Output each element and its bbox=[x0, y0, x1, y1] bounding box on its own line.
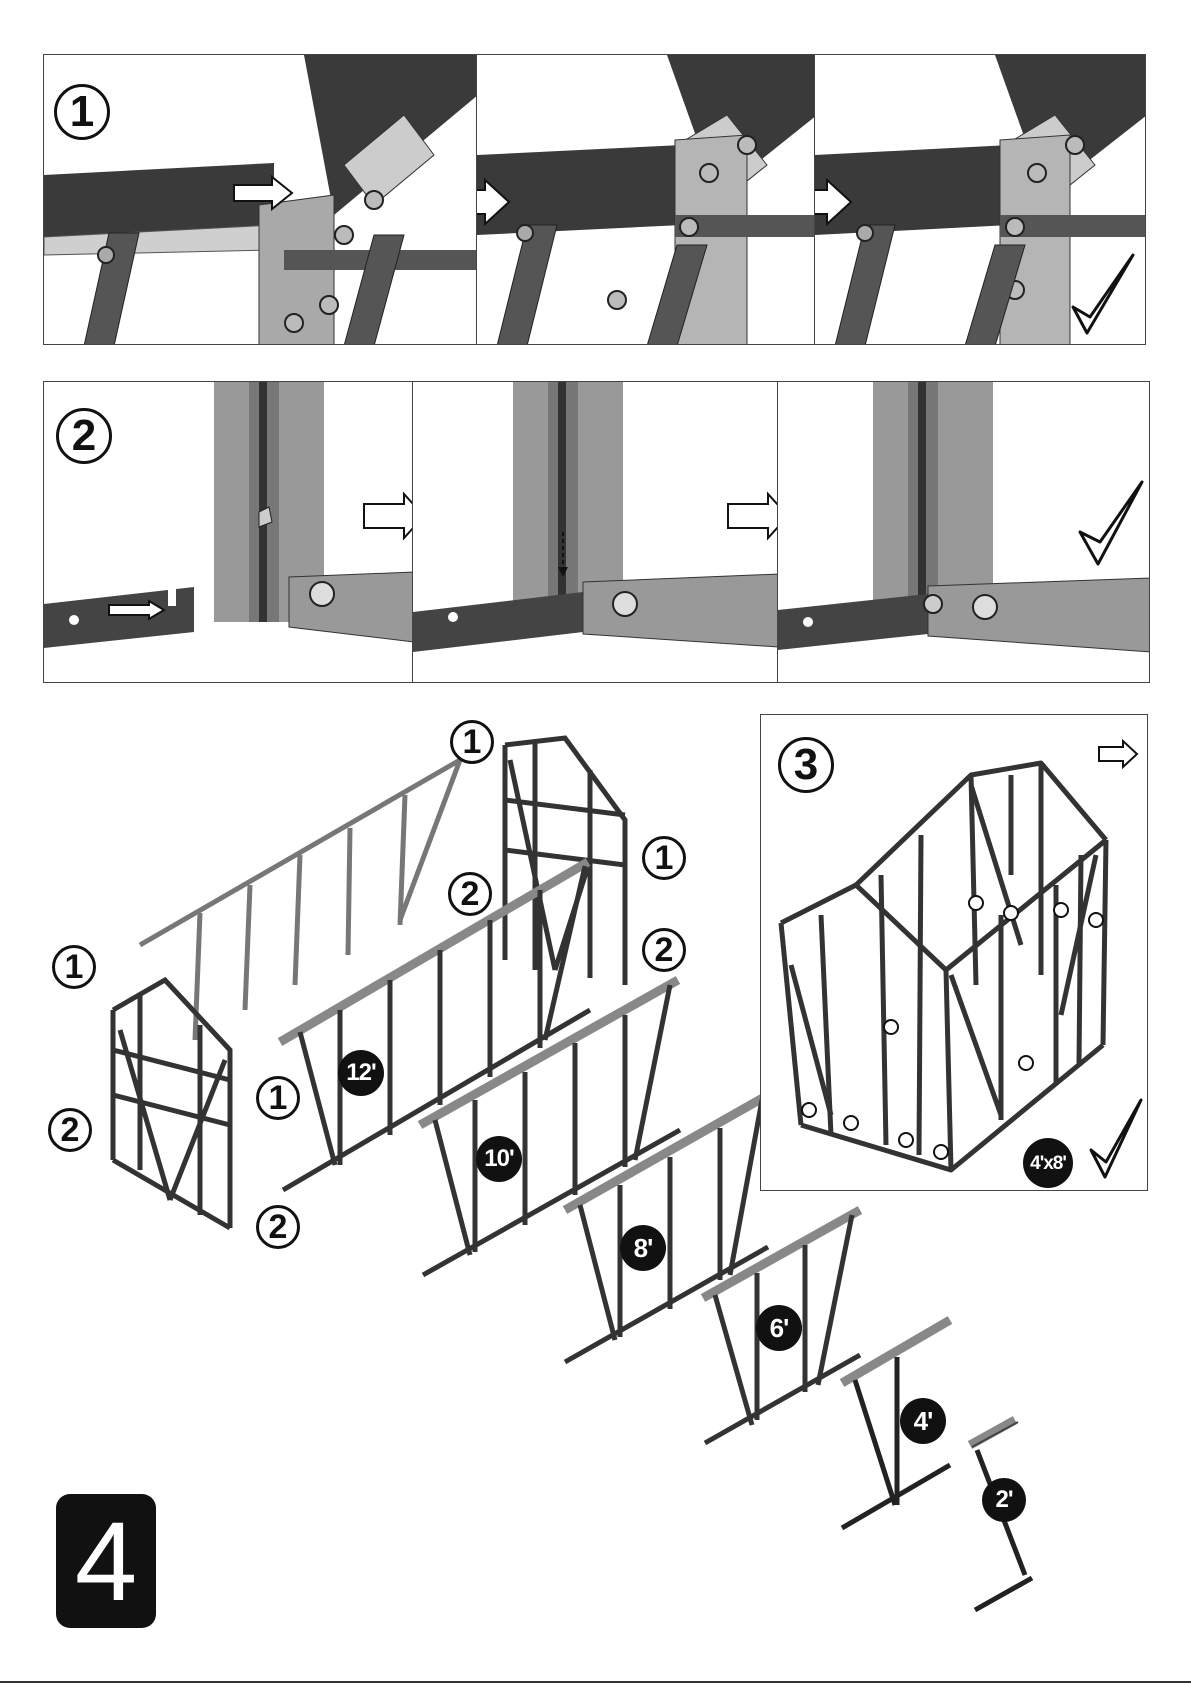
step1-badge: 1 bbox=[54, 84, 110, 140]
badge-top-rail: 2 bbox=[448, 872, 492, 916]
badge-right-end-top: 1 bbox=[450, 720, 494, 764]
check-icon bbox=[1080, 482, 1142, 564]
label-12ft: 12' bbox=[338, 1050, 384, 1096]
step1-panel-c bbox=[814, 54, 1146, 345]
rear-gable-end bbox=[140, 760, 460, 1040]
label-6ft: 6' bbox=[756, 1305, 802, 1351]
step1-illustration-c bbox=[815, 55, 1146, 345]
arrow-right-icon bbox=[728, 494, 778, 538]
arrow-right-icon bbox=[364, 494, 413, 538]
step-number-badge: 4 bbox=[56, 1494, 156, 1628]
check-icon bbox=[1091, 1100, 1141, 1177]
page-bottom-rule bbox=[0, 1681, 1191, 1683]
step1-illustration-a bbox=[44, 55, 477, 345]
model-size-label: 4'x8' bbox=[1023, 1138, 1073, 1188]
step1-illustration-b bbox=[477, 55, 816, 345]
right-gable-end bbox=[505, 738, 625, 985]
label-4ft: 4' bbox=[900, 1398, 946, 1444]
badge-left-end-top: 1 bbox=[52, 945, 96, 989]
step2-panel-c bbox=[777, 381, 1150, 683]
label-10ft: 10' bbox=[476, 1136, 522, 1182]
step2-panel-b bbox=[412, 381, 778, 683]
badge-12ft-top: 1 bbox=[256, 1076, 300, 1120]
badge-left-end-bottom: 2 bbox=[48, 1108, 92, 1152]
badge-12ft-bottom: 2 bbox=[256, 1205, 300, 1249]
step3-badge: 3 bbox=[778, 737, 834, 793]
badge-right-end-bottom: 2 bbox=[642, 928, 686, 972]
step1-panel-b bbox=[476, 54, 816, 345]
step1-panel-a bbox=[43, 54, 477, 345]
section-12ft bbox=[280, 862, 590, 1190]
step2-illustration-b bbox=[413, 382, 778, 683]
left-gable-end bbox=[113, 980, 230, 1228]
check-icon bbox=[1073, 255, 1133, 333]
label-2ft: 2' bbox=[982, 1478, 1026, 1522]
arrow-right-icon bbox=[1099, 741, 1137, 767]
step2-illustration-c bbox=[778, 382, 1150, 683]
badge-right-end-side: 1 bbox=[642, 836, 686, 880]
section-8ft bbox=[565, 1095, 768, 1362]
step2-badge: 2 bbox=[56, 408, 112, 464]
label-8ft: 8' bbox=[620, 1225, 666, 1271]
